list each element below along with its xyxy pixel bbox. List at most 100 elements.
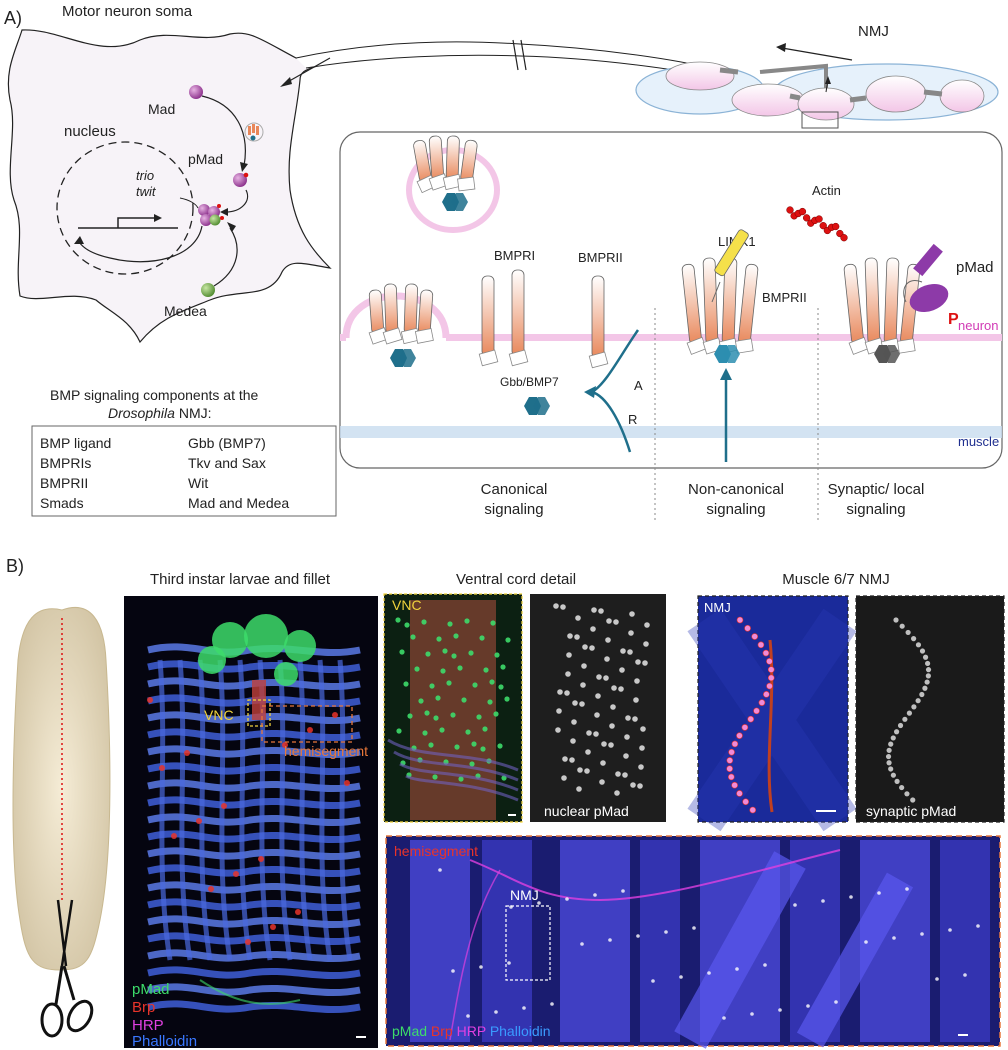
brp-puncta [208, 886, 214, 892]
hemi-bouton [593, 893, 597, 897]
hemi-bouton [935, 977, 939, 981]
hemi-bouton [976, 924, 980, 928]
medea-label: Medea [164, 303, 207, 319]
vnc-nucleus [414, 666, 420, 672]
nmj-bouton [751, 633, 758, 640]
receptor-pit-1 [382, 283, 403, 345]
title-muscle-nmj: Muscle 6/7 NMJ [782, 571, 890, 588]
hemi-muscle [482, 840, 532, 1042]
muscle-longitudinal [317, 659, 333, 961]
pmad-nucleus [619, 667, 625, 673]
a-label: A [634, 378, 643, 393]
hemi-nerve [469, 849, 841, 902]
receptor-local-0 [843, 263, 869, 355]
actin-monomer [798, 207, 807, 216]
hemi-bouton [466, 1014, 470, 1018]
tail-green [199, 979, 301, 1005]
bmprii-label: BMPRII [578, 250, 623, 265]
pmad-nucleus [625, 715, 631, 721]
vnc-nucleus [504, 696, 510, 702]
vnc-nucleus [465, 729, 471, 735]
muscle-band [147, 966, 361, 979]
vnc-nucleus [498, 684, 504, 690]
synaptic-bouton [894, 778, 900, 784]
muscle-band [147, 1000, 361, 1013]
pmad-nucleus [572, 700, 578, 706]
sig1-line1: Canonical [481, 481, 548, 498]
sig3-line1: Synaptic/ local [828, 481, 925, 498]
pmad-nucleus [555, 727, 561, 733]
synaptic-bouton [886, 747, 892, 753]
brp-puncta [344, 780, 350, 786]
pmad-nucleus [579, 701, 585, 707]
receptor-noncanon-3 [735, 263, 759, 354]
brp-puncta [258, 856, 264, 862]
nmj-bouton [763, 691, 770, 698]
synaptic-pmad-content [885, 617, 932, 803]
pmad-nucleus [639, 745, 645, 751]
pmad-nucleus [562, 756, 568, 762]
synaptic-bouton [905, 629, 911, 636]
synaptic-bouton [886, 760, 892, 766]
pmad-nucleus [582, 644, 588, 650]
pmad-nucleus [615, 771, 621, 777]
ligand-right [451, 193, 468, 211]
ligand-endosome [442, 193, 468, 211]
hemisegment-box [261, 705, 353, 743]
vnc-nucleus [500, 664, 506, 670]
table-title-line2: Drosophila NMJ: [108, 405, 212, 421]
pmad-nucleus [608, 742, 614, 748]
nmj-zoom-box [801, 111, 839, 129]
hemi-bouton [651, 979, 655, 983]
brp-puncta [221, 803, 227, 809]
hemi-oblique-muscle [674, 851, 806, 1049]
pmad-nucleus [604, 656, 610, 662]
vnc-nucleus [422, 730, 428, 736]
pmad-nucleus [577, 767, 583, 773]
nmj-scale-bar [816, 810, 836, 812]
receptor-free-3 [588, 275, 609, 369]
pmad-nucleus [613, 619, 619, 625]
complex-to-gene-arrow [179, 197, 199, 209]
vnc-nucleus [447, 621, 453, 627]
vnc-nucleus [461, 697, 467, 703]
vnc-nucleus [410, 634, 416, 640]
bmprii-label-2: BMPRII [762, 290, 807, 305]
hemi-bouton [735, 967, 739, 971]
brp-puncta [147, 697, 153, 703]
receptor-endosome-icon [244, 122, 264, 142]
receptor-stalk [883, 257, 900, 345]
muscle-longitudinal [277, 659, 293, 961]
vnc-nucleus [451, 653, 457, 659]
pmad-local-linker [913, 243, 943, 277]
vnc-nucleus [471, 741, 477, 747]
vnc-nucleus [490, 620, 496, 626]
pmad-nucleus [618, 686, 624, 692]
nmj-bouton [726, 765, 733, 772]
receptor-pit-2 [400, 283, 421, 345]
pmad-protein [233, 173, 247, 187]
vnc-nucleus [395, 617, 401, 623]
synaptic-bouton [890, 735, 896, 741]
table-cell-right: Mad and Medea [188, 495, 289, 511]
receptor-stalk [445, 135, 460, 181]
brp-puncta [270, 924, 276, 930]
gene-twit: twit [136, 184, 157, 199]
hemi-muscle [560, 840, 630, 1042]
vnc-nucleus [493, 711, 499, 717]
vnc-nerve [399, 762, 519, 792]
pmad-nucleus [601, 741, 607, 747]
vnc-nucleus [432, 774, 438, 780]
vnc-nucleus [428, 742, 434, 748]
pmad-nucleus [633, 697, 639, 703]
vnc-box [247, 699, 271, 727]
hemisegment-content [410, 840, 990, 1049]
hemi-bouton [763, 963, 767, 967]
actin-filament [786, 206, 848, 242]
components-table [31, 425, 337, 517]
muscle-band [147, 983, 361, 996]
pmad-nucleus [600, 760, 606, 766]
vnc-nucleus [472, 682, 478, 688]
ligand-right [883, 345, 900, 363]
brp-puncta [159, 765, 165, 771]
